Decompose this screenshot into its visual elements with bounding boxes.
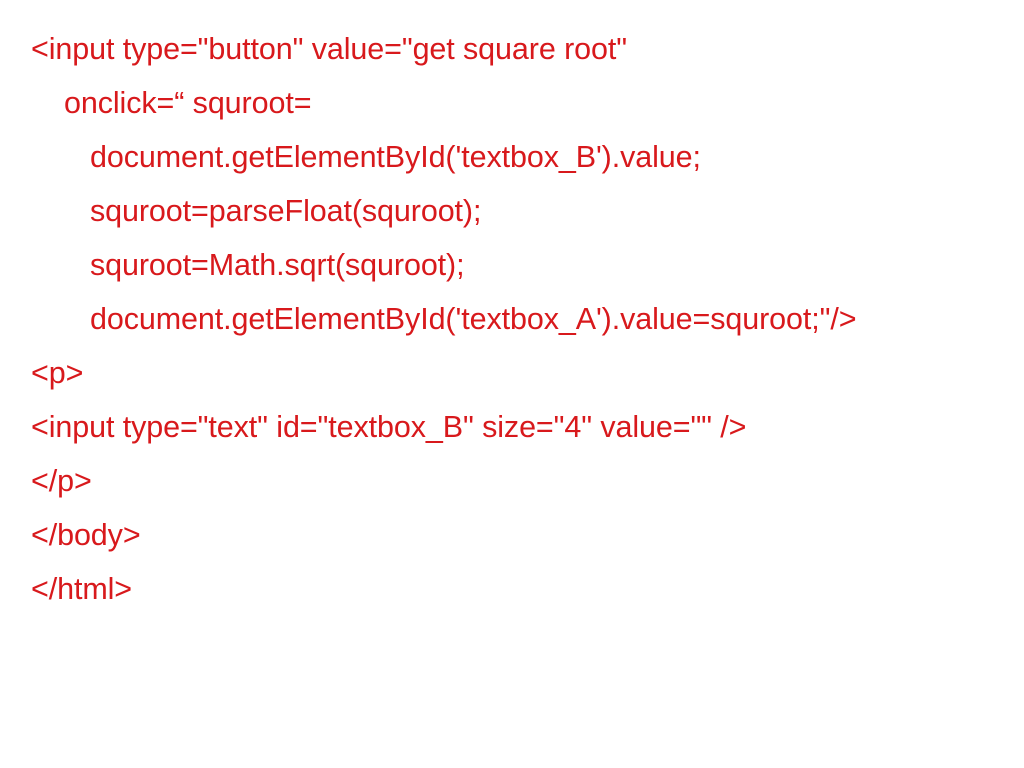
code-line: </p> [31,464,92,498]
code-line: <p> [31,356,84,390]
code-line: <input type="text" id="textbox_B" size="… [31,410,747,444]
code-line: document.getElementById('textbox_A').val… [90,302,857,336]
code-line: </body> [31,518,141,552]
code-line: document.getElementById('textbox_B').val… [90,140,701,174]
code-line: squroot=parseFloat(squroot); [90,194,482,228]
code-line: squroot=Math.sqrt(squroot); [90,248,465,282]
code-block: <input type="button" value="get square r… [0,22,1024,616]
code-line: <input type="button" value="get square r… [31,32,627,66]
code-line: </html> [31,572,133,606]
code-line: onclick=“ squroot= [64,86,312,120]
